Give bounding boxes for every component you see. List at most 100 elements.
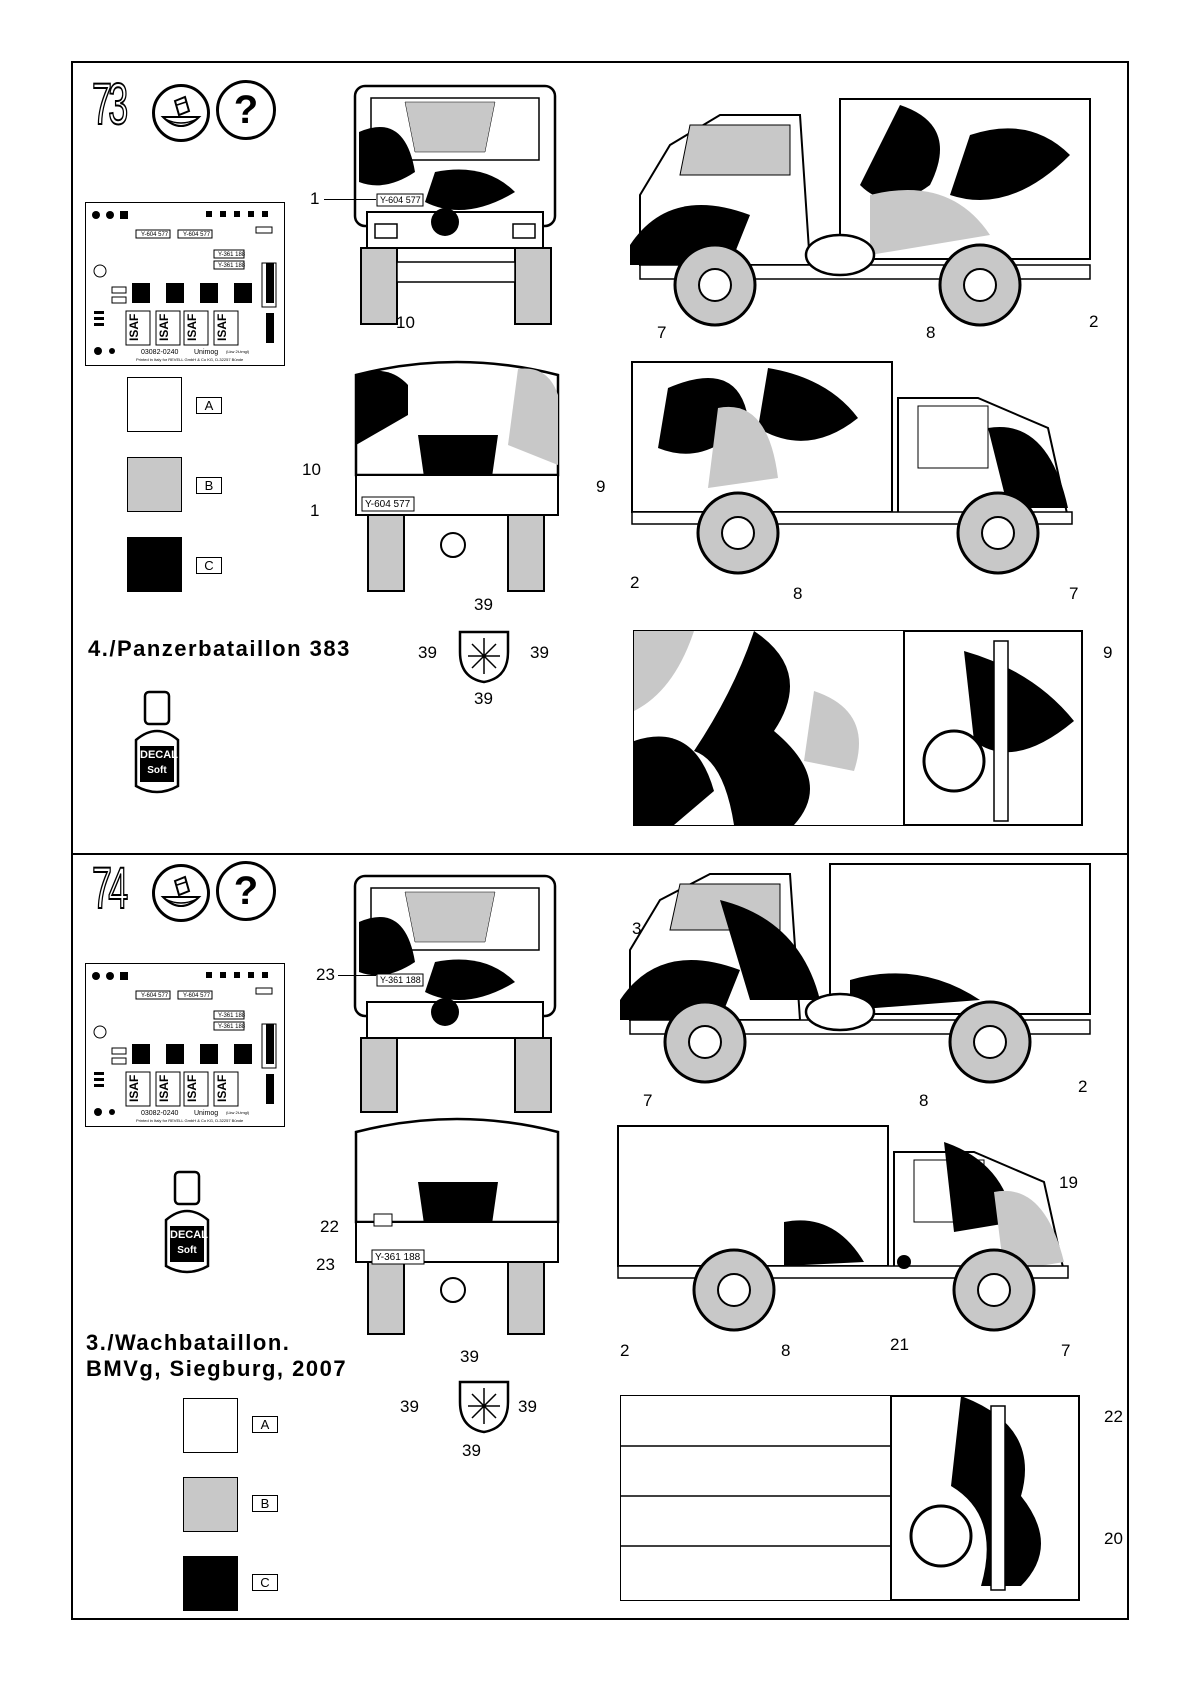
wheel-hub-73 — [456, 628, 512, 684]
leader-line — [338, 975, 376, 976]
bottle-icon — [164, 1170, 210, 1274]
front-plate: Y-604 577 — [380, 195, 421, 205]
bottle-label-line2: Soft — [177, 1245, 197, 1256]
sheet-isaf: ISAF — [185, 313, 199, 341]
callout-19: 19 — [1059, 1173, 1078, 1192]
truck-front-drawing — [353, 874, 557, 1113]
step-74-number: 74 — [91, 856, 128, 921]
bottle-label-line1: DECAL — [140, 749, 178, 761]
top-view-74 — [620, 1395, 1080, 1601]
callout-22: 22 — [1104, 1407, 1123, 1426]
callout-2: 2 — [620, 1341, 630, 1360]
color-swatch-c — [127, 537, 182, 592]
callout-20: 20 — [1104, 1529, 1123, 1548]
callout-39: 39 — [530, 643, 549, 662]
sheet-isaf: ISAF — [215, 1074, 229, 1102]
sheet-isaf: ISAF — [185, 1074, 199, 1102]
sheet-model: Unimog — [194, 1110, 219, 1117]
sheet-code: 03082-0240 — [141, 349, 179, 356]
callout-8: 8 — [919, 1091, 929, 1110]
hub-shield-drawing — [458, 1380, 510, 1434]
decal-sheet-74: Y-604 577 Y-604 577 Y-361 188 Y-361 188 … — [85, 963, 285, 1127]
sheet-model: Unimog — [194, 349, 219, 356]
side-view-left-73 — [630, 95, 1100, 330]
sheet-note: (Lkw 2t-tmgl) — [226, 349, 250, 354]
decal-soft-bottle-74: DECAL Soft — [158, 1170, 216, 1280]
callout-7: 7 — [643, 1091, 653, 1110]
color-tag-a: A — [252, 1416, 278, 1433]
color-swatch-c — [183, 1556, 238, 1611]
callout-7: 7 — [657, 323, 667, 342]
callout-1: 1 — [310, 501, 320, 520]
callout-39: 39 — [462, 1441, 481, 1460]
sheet-note: (Lkw 2t-tmgl) — [226, 1110, 250, 1115]
color-tag-c: C — [196, 557, 222, 574]
leader-line — [324, 199, 376, 200]
apply-decal-icon — [152, 864, 210, 922]
callout-10: 10 — [302, 460, 321, 479]
sheet-plate: Y-604 577 — [183, 232, 211, 238]
truck-side-drawing — [620, 863, 1091, 1084]
truck-side-drawing — [630, 98, 1091, 327]
sheet-isaf: ISAF — [127, 313, 141, 341]
front-plate: Y-361 188 — [380, 975, 421, 985]
step-73-number: 73 — [91, 72, 128, 137]
sheet-printed: Printed in Italy for REVELL GmbH & Co KG… — [136, 1118, 244, 1123]
unit-name-73: 4./Panzerbataillon 383 — [88, 636, 351, 661]
callout-39: 39 — [400, 1397, 419, 1416]
front-view-73: Y-604 577 — [345, 72, 567, 327]
instruction-frame — [71, 61, 1129, 1620]
truck-top-drawing — [634, 630, 1083, 826]
rear-view-73: Y-604 577 — [348, 355, 566, 595]
top-view-73 — [633, 630, 1083, 826]
sheet-plate: Y-361 188 — [218, 1013, 246, 1019]
rear-view-74: Y-361 188 — [348, 1112, 566, 1337]
sheet-code: 03082-0240 — [141, 1110, 179, 1117]
callout-22: 22 — [320, 1217, 339, 1236]
truck-top-drawing — [621, 1395, 1080, 1601]
color-swatch-a — [183, 1398, 238, 1453]
callout-39: 39 — [518, 1397, 537, 1416]
callout-8: 8 — [793, 584, 803, 603]
callout-39: 39 — [474, 689, 493, 708]
sheet-plate: Y-604 577 — [141, 993, 169, 999]
bottle-label-line2: Soft — [147, 765, 167, 776]
sheet-isaf: ISAF — [215, 313, 229, 341]
decal-sheet-art — [92, 211, 277, 355]
apply-decal-icon — [152, 84, 210, 142]
decal-soft-bottle-73: DECAL Soft — [128, 690, 186, 800]
callout-23: 23 — [316, 965, 335, 984]
hub-shield-drawing — [458, 630, 510, 684]
bottle-icon — [134, 690, 180, 794]
rear-plate: Y-361 188 — [375, 1252, 421, 1263]
color-swatch-a — [127, 377, 182, 432]
callout-7: 7 — [1069, 584, 1079, 603]
truck-side-drawing — [631, 361, 1073, 575]
callout-21: 21 — [890, 1335, 909, 1354]
callout-10: 10 — [396, 313, 415, 332]
unit-name-74-line2: BMVg, Siegburg, 2007 — [86, 1356, 348, 1381]
callout-39: 39 — [474, 595, 493, 614]
callout-2: 2 — [1089, 312, 1099, 331]
truck-side-drawing — [617, 1125, 1069, 1332]
sheet-plate: Y-361 188 — [218, 263, 246, 269]
callout-8: 8 — [926, 323, 936, 342]
question-icon: ? — [216, 80, 276, 140]
truck-front-drawing — [353, 84, 557, 325]
callout-3: 3 — [632, 919, 642, 938]
sheet-plate: Y-361 188 — [218, 1024, 246, 1030]
question-icon: ? — [216, 861, 276, 921]
color-tag-c: C — [252, 1574, 278, 1591]
sheet-plate: Y-604 577 — [183, 993, 211, 999]
unit-name-74-line1: 3./Wachbataillon. — [86, 1330, 291, 1355]
front-view-74: Y-361 188 — [345, 866, 567, 1116]
decal-sheet-art — [92, 972, 277, 1116]
rear-plate: Y-604 577 — [365, 499, 411, 510]
color-swatch-b — [127, 457, 182, 512]
callout-9: 9 — [596, 477, 606, 496]
callout-2: 2 — [630, 573, 640, 592]
truck-rear-drawing — [354, 360, 560, 592]
side-view-right-73 — [628, 358, 1088, 578]
water-bowl-icon — [160, 875, 202, 907]
callout-2: 2 — [1078, 1077, 1088, 1096]
